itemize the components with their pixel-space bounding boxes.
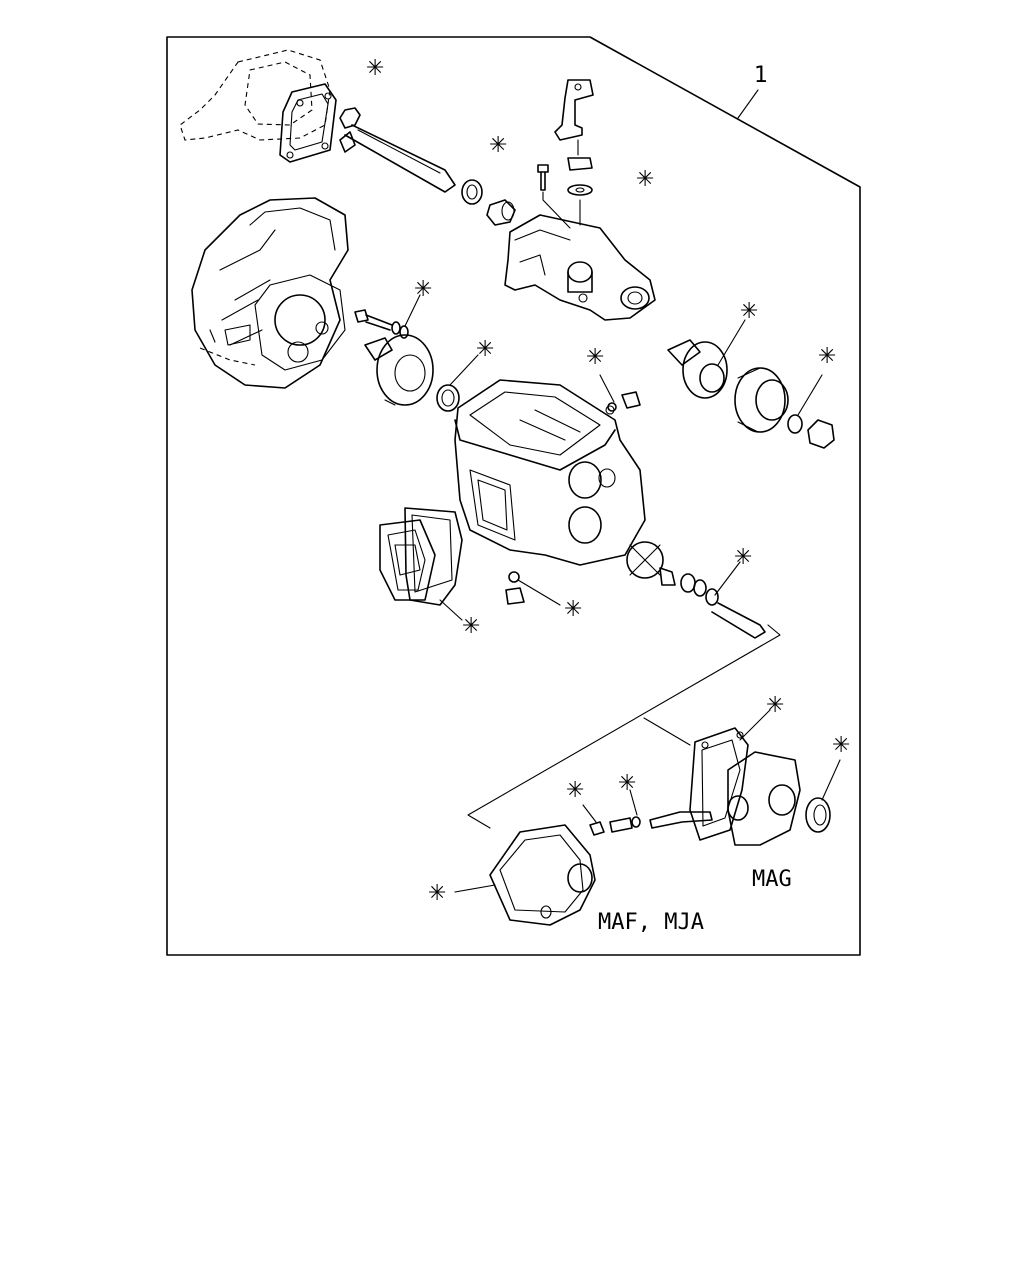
replacement-marker: ✳ — [366, 56, 384, 81]
top-cover-gasket — [279, 83, 337, 163]
shift-bracket — [554, 79, 594, 226]
front-bearing-retainer — [364, 334, 434, 406]
speedo-drive-gear — [626, 541, 766, 639]
frame-border — [166, 36, 861, 956]
replacement-marker: ✳ — [428, 881, 446, 906]
small-bolt-top — [537, 164, 571, 229]
mag-extension-housing — [727, 751, 801, 846]
rear-bearing — [734, 367, 789, 433]
shaft-bushing — [486, 199, 516, 226]
shift-tower-housing — [504, 214, 656, 321]
replacement-marker: ✳ — [476, 337, 494, 362]
connector-line — [467, 624, 781, 829]
side-cover-gasket — [404, 507, 463, 606]
replacement-marker: ✳ — [740, 299, 758, 324]
top-cover-plate — [179, 49, 331, 141]
replacement-marker: ✳ — [462, 614, 480, 639]
shift-shaft — [339, 107, 456, 193]
bell-housing — [191, 197, 349, 389]
replacement-marker: ✳ — [636, 167, 654, 192]
bolt-with-washer — [354, 294, 421, 339]
replacement-marker: ✳ — [564, 597, 582, 622]
shaft-oil-seal — [461, 179, 483, 205]
output-flange — [667, 319, 746, 399]
callout-leader — [737, 89, 759, 119]
mag-gasket — [689, 709, 771, 841]
case-drain-plug-top — [599, 374, 641, 412]
replacement-marker: ✳ — [414, 277, 432, 302]
transmission-case — [454, 379, 646, 566]
mag-rear-seal — [805, 759, 841, 833]
connector-branch — [643, 717, 691, 746]
callout-number: 1 — [754, 63, 768, 88]
retainer-seal — [436, 354, 479, 412]
replacement-marker: ✳ — [566, 778, 584, 803]
variant-label-mag: MAG — [752, 867, 792, 892]
output-washer-nut — [787, 374, 835, 449]
replacement-marker: ✳ — [818, 344, 836, 369]
case-drain-plug-bottom — [505, 571, 561, 606]
replacement-marker: ✳ — [618, 771, 636, 796]
side-cover-plate — [379, 519, 463, 621]
replacement-marker: ✳ — [766, 693, 784, 718]
replacement-marker: ✳ — [489, 133, 507, 158]
replacement-marker: ✳ — [734, 545, 752, 570]
replacement-marker: ✳ — [832, 733, 850, 758]
variant-label-maf-mja: MAF, MJA — [598, 910, 704, 935]
maf-mja-housing — [454, 824, 596, 926]
replacement-marker: ✳ — [586, 345, 604, 370]
speedo-driven-parts — [582, 789, 713, 836]
